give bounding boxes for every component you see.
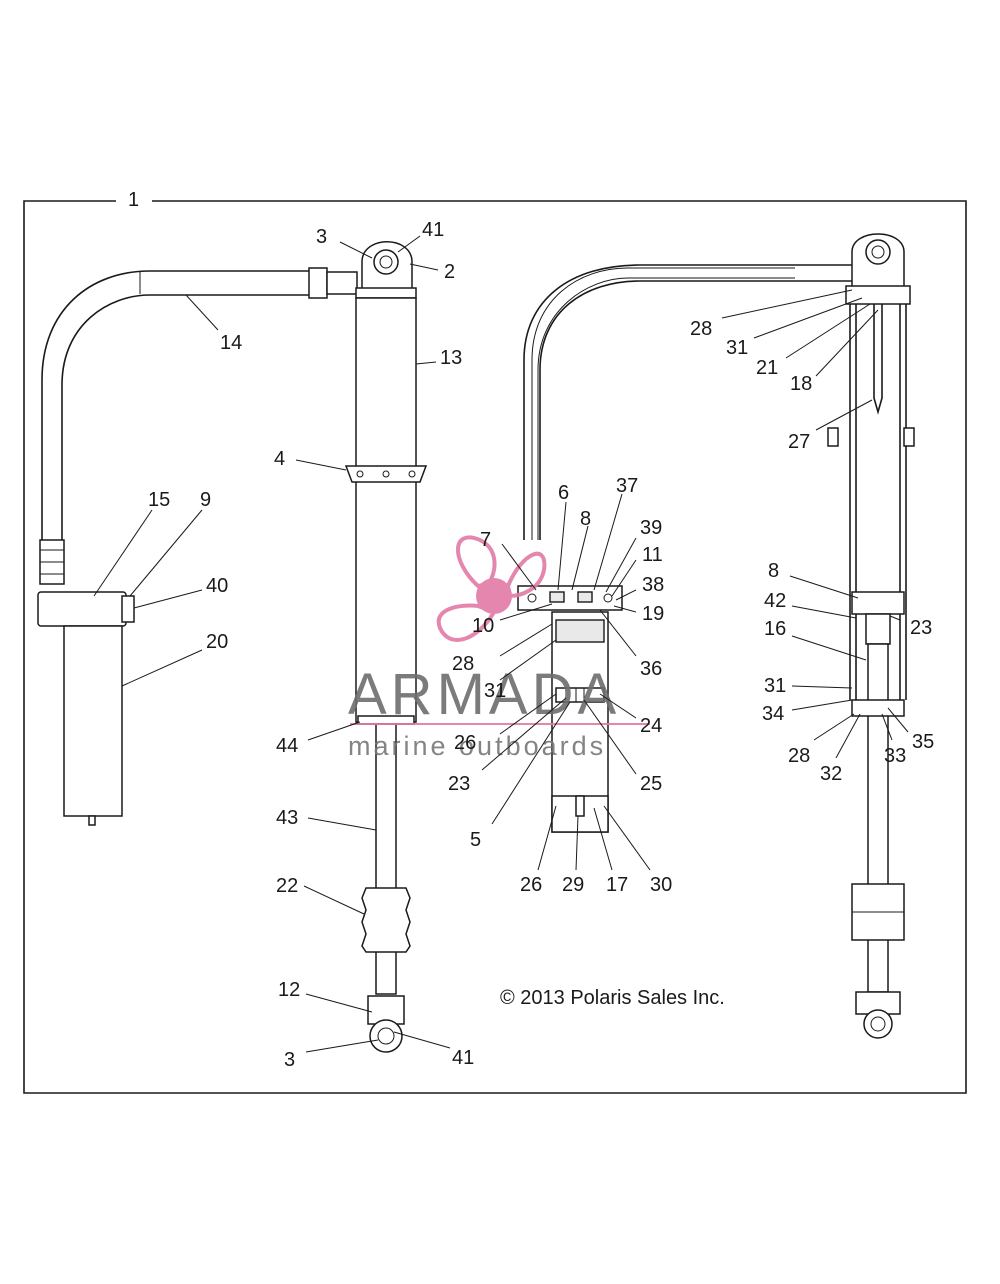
callout-3-top: 3: [316, 226, 327, 248]
watermark-brand: ARMADA: [348, 662, 620, 727]
callout-11: 11: [642, 544, 663, 566]
assembly-frame: [23, 200, 967, 1094]
callout-6: 6: [558, 482, 569, 504]
callout-31-right-low: 31: [764, 675, 786, 697]
callout-23-center: 23: [448, 773, 470, 795]
callout-8-right: 8: [768, 560, 779, 582]
callout-16: 16: [764, 618, 786, 640]
watermark-tagline: marine outboards: [348, 731, 606, 761]
callout-15: 15: [148, 489, 170, 511]
propeller-logo: [436, 535, 547, 642]
callout-27: 27: [788, 431, 810, 453]
callout-29: 29: [562, 874, 584, 896]
callout-28-right-top: 28: [690, 318, 712, 340]
shock-exterior-view: [37, 241, 428, 1053]
callout-28-right-low: 28: [788, 745, 810, 767]
callout-34: 34: [762, 703, 784, 725]
callout-31-center: 31: [484, 680, 506, 702]
callout-28-center: 28: [452, 653, 474, 675]
leader-lines: [93, 235, 909, 1053]
callout-12: 12: [278, 979, 300, 1001]
callout-8-center: 8: [580, 508, 591, 530]
callout-31-right-top: 31: [726, 337, 748, 359]
callout-20: 20: [206, 631, 228, 653]
callout-10: 10: [472, 615, 494, 637]
callout-19: 19: [642, 603, 664, 625]
callout-18: 18: [790, 373, 812, 395]
callout-44: 44: [276, 735, 298, 757]
callout-33: 33: [884, 745, 906, 767]
callout-37: 37: [616, 475, 638, 497]
callout-32: 32: [820, 763, 842, 785]
callout-41-top: 41: [422, 219, 444, 241]
callout-26-upper: 26: [454, 732, 476, 754]
callouts-right: 28 31 21 18 27 8 42 23 16 31 34 35 28 32…: [690, 318, 934, 785]
callout-17: 17: [606, 874, 628, 896]
callout-13: 13: [440, 347, 462, 369]
copyright-text: © 2013 Polaris Sales Inc.: [500, 987, 725, 1009]
callout-5: 5: [470, 829, 481, 851]
callout-9: 9: [200, 489, 211, 511]
assembly-label: 1: [128, 189, 139, 211]
callout-41-bottom: 41: [452, 1047, 474, 1069]
reservoir-cutaway-view: [517, 264, 858, 833]
callouts-left: 3 41 2 14 13 4 15 9 40 20 44 43 22 12 3 …: [148, 219, 474, 1071]
armada-watermark: ARMADA marine outboards: [348, 535, 650, 761]
callout-7: 7: [480, 529, 491, 551]
callout-39: 39: [640, 517, 662, 539]
callout-40: 40: [206, 575, 228, 597]
callouts-center: 6 37 8 39 7 11 38 19 10 36 28 31 24 26 2…: [448, 475, 672, 896]
callout-21: 21: [756, 357, 778, 379]
callout-23-right: 23: [910, 617, 932, 639]
callout-36: 36: [640, 658, 662, 680]
shock-cross-section: [827, 233, 915, 1039]
callout-25: 25: [640, 773, 662, 795]
callout-2: 2: [444, 261, 455, 283]
callout-26-lower: 26: [520, 874, 542, 896]
callout-30: 30: [650, 874, 672, 896]
callout-14: 14: [220, 332, 242, 354]
callout-4: 4: [274, 448, 285, 470]
callout-43: 43: [276, 807, 298, 829]
callout-3-bottom: 3: [284, 1049, 295, 1071]
callout-35: 35: [912, 731, 934, 753]
callout-24: 24: [640, 715, 662, 737]
callout-38: 38: [642, 574, 664, 596]
callout-22: 22: [276, 875, 298, 897]
callout-42: 42: [764, 590, 786, 612]
